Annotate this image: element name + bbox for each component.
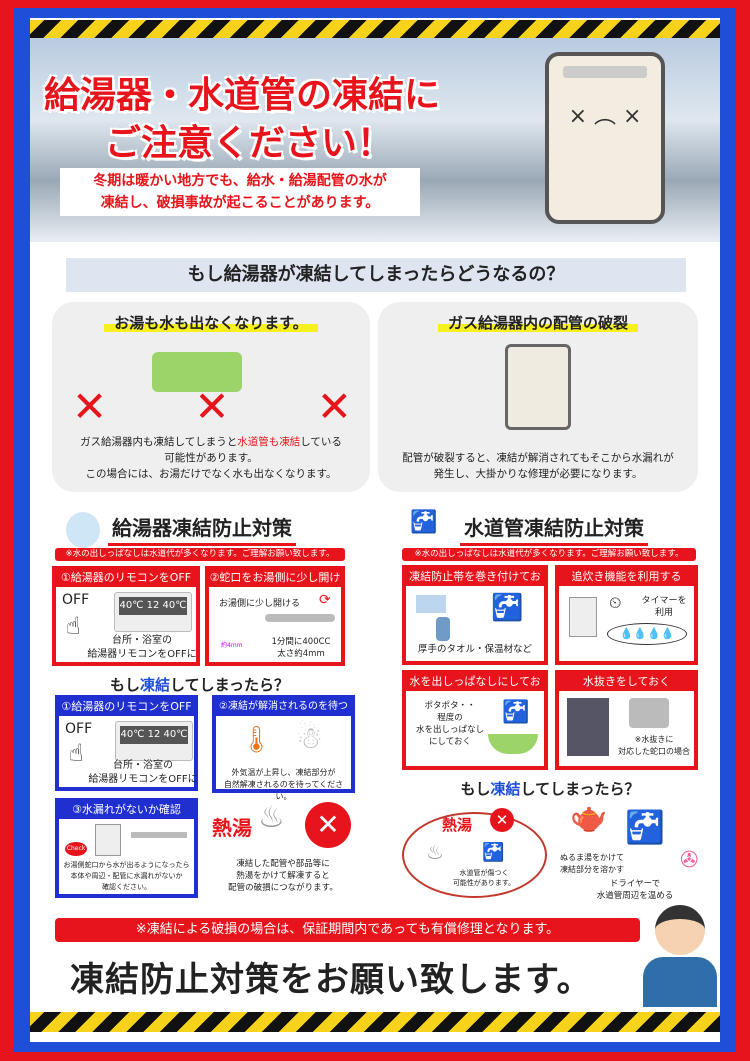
- broken-heater-icon: [505, 344, 571, 430]
- pipe-section-title: 水道管凍結防止対策: [460, 512, 648, 546]
- snowman-icon: ☃: [296, 721, 323, 756]
- faucet-photo: [629, 698, 669, 728]
- box-header: ①給湯器のリモコンをOFF: [55, 569, 197, 587]
- hand-pointer-icon: ☝: [69, 739, 84, 767]
- basin-icon: [488, 734, 538, 754]
- panel-no-water: お湯も水も出なくなります。 ✕ ✕ ✕ ガス給湯器内も凍結してしまうと水道管も凍…: [52, 302, 370, 492]
- main-title-line2: ご注意ください！: [105, 123, 394, 164]
- panel-title: お湯も水も出なくなります。: [104, 314, 318, 332]
- tip-remote-off: ①給湯器のリモコンをOFF OFF 40℃ 12 40℃ ☝ 台所・浴室の給湯器…: [52, 566, 200, 666]
- sad-face-icon: × ︵ ×: [568, 104, 642, 129]
- frozen-step-remote-off: ①給湯器のリモコンをOFF OFF 40℃ 12 40℃ ☝ 台所・浴室の給湯器…: [55, 695, 198, 791]
- panel-title: ガス給湯器内の配管の破裂: [437, 314, 638, 332]
- subtitle-box: 冬期は暖かい地方でも、給水・給湯配管の水が 凍結し、破損事故が起こることがありま…: [60, 168, 420, 216]
- box-header: ③水漏れがないか確認: [58, 801, 195, 819]
- box-header: 凍結防止帯を巻き付けておく: [405, 568, 545, 600]
- box-header: 水抜きをしておく: [558, 673, 695, 691]
- faucet-label: お湯側に少し開ける: [219, 599, 301, 609]
- faucet-icon: [265, 614, 335, 622]
- box-header: ②凍結が解消されるのを待つ: [215, 698, 352, 716]
- shower-x-icon: ✕: [316, 382, 352, 431]
- remote-control-icon: 40℃ 12 40℃: [114, 592, 192, 632]
- faucet-icon: 🚰: [625, 808, 665, 846]
- bathtub-icon: [152, 352, 242, 392]
- box-header: 追炊き機能を利用する: [558, 568, 695, 586]
- hand-pointer-icon: ☝: [66, 612, 81, 640]
- tip-wrap-pipe: 凍結防止帯を巻き付けておく 🚰 厚手のタオル・保温材など: [402, 565, 548, 665]
- main-title-line1: 給湯器・水道管の凍結に: [44, 75, 441, 116]
- heater-section-title: 給湯器凍結防止対策: [108, 512, 296, 546]
- off-label: OFF: [65, 721, 93, 737]
- question-banner: もし給湯器が凍結してしまったらどうなるの？: [66, 258, 686, 292]
- frozen-step-wait: ②凍結が解消されるのを待つ 🌡 ☃ 外気温が上昇し、凍結部分が自然解凍されるのを…: [212, 695, 355, 801]
- off-label: OFF: [62, 592, 90, 608]
- prohibited-x-icon: ✕: [490, 808, 514, 832]
- drain-valve-photo: [567, 698, 609, 756]
- towel-icon: [416, 595, 446, 613]
- subtitle-line2: 凍結し、破損事故が起こることがあります。: [100, 195, 380, 211]
- hot-water-label: 熱湯: [442, 816, 473, 834]
- faucet-x-icon: ✕: [72, 382, 108, 431]
- subtitle-line1: 冬期は暖かい地方でも、給水・給湯配管の水が: [93, 173, 387, 189]
- hair-dryer-icon: ✇: [680, 848, 699, 873]
- box-text: 厚手のタオル・保温材など: [417, 644, 532, 655]
- if-frozen-heading-right: もし凍結してしまったら？: [460, 780, 640, 798]
- warranty-warning: ※凍結による破損の場合は、保証期間内であっても有償修理となります。: [55, 918, 640, 942]
- faucet-icon: 🚰: [410, 510, 438, 535]
- tip-reheat-function: 追炊き機能を利用する ⏲ タイマーを利用 💧💧💧💧: [555, 565, 698, 665]
- box-header: ②蛇口をお湯側に少し開ける: [208, 569, 342, 601]
- box-header: ①給湯器のリモコンをOFF: [58, 698, 195, 716]
- panel-text: 配管が破裂すると、凍結が解消されてもそこから水漏れが 発生し、大掛かりな修理が必…: [402, 452, 674, 480]
- hazard-stripes-top: [30, 20, 720, 40]
- thermometer-icon: 🌡: [240, 725, 274, 755]
- tip-drip-water: 水を出しっぱなしにしておく ポタポタ・・程度の水を出しっぱなしにしておく 🚰: [402, 670, 548, 770]
- kettle-icon: 🫖: [570, 800, 608, 835]
- heater-icon: [66, 512, 100, 548]
- faucet-icon: 🚰: [491, 593, 524, 623]
- if-frozen-heading-left: もし凍結してしまったら？: [110, 676, 289, 694]
- prohibited-x-icon: ✕: [305, 802, 351, 848]
- tip-open-faucet: ②蛇口をお湯側に少し開ける お湯側に少し開ける ⟳ 約4mm 1分間に400CC…: [205, 566, 345, 666]
- rotate-arrow-icon: ⟳: [319, 592, 331, 608]
- tip-drain-water: 水抜きをしておく ※水抜きに対応した蛇口の場合: [555, 670, 698, 770]
- faucet-icon: 🚰: [502, 700, 530, 725]
- water-drops-icon: 💧💧💧💧: [607, 623, 687, 645]
- panel-pipe-burst: ガス給湯器内の配管の破裂 配管が破裂すると、凍結が解消されてもそこから水漏れが …: [378, 302, 698, 492]
- remote-control-icon: 40℃ 12 40℃: [115, 721, 193, 761]
- kettle-icon: ♨: [258, 800, 285, 835]
- kettle-icon: ♨: [426, 840, 444, 864]
- size-label: 約4mm: [221, 642, 243, 649]
- faucet-icon: [131, 832, 187, 838]
- timer-icon: ⏲: [609, 593, 622, 612]
- frozen-heater-illustration: × ︵ ×: [545, 52, 665, 224]
- heater-icon: [95, 824, 121, 856]
- hazard-stripes-bottom: [30, 1012, 720, 1032]
- box-header: 水を出しっぱなしにしておく: [405, 673, 545, 705]
- water-cost-note: ※水の出しっぱなしは水道代が多くなります。ご理解お願い致します。: [402, 548, 696, 561]
- heater-icon: [569, 597, 597, 637]
- water-cost-note: ※水の出しっぱなしは水道代が多くなります。ご理解お願い致します。: [55, 548, 345, 561]
- frozen-step-check-leak: ③水漏れがないか確認 Check お湯側蛇口から水が出るようになったら本体や周辺…: [55, 798, 198, 898]
- insulation-icon: [436, 617, 450, 641]
- check-badge: Check: [65, 842, 87, 856]
- closing-message: 凍結防止対策をお願い致します。: [70, 960, 592, 1000]
- bowing-staff-illustration: [640, 905, 720, 1010]
- hot-water-label: 熱湯: [212, 816, 252, 840]
- hot-water-warning-bubble: 熱湯 ✕ ♨ 🚰 水道管が傷つく可能性があります。: [402, 808, 547, 898]
- faucet-icon: 🚰: [482, 842, 505, 863]
- panel-text: ガス給湯器内も凍結してしまうと水道管も凍結している 可能性があります。 この場合…: [80, 436, 342, 480]
